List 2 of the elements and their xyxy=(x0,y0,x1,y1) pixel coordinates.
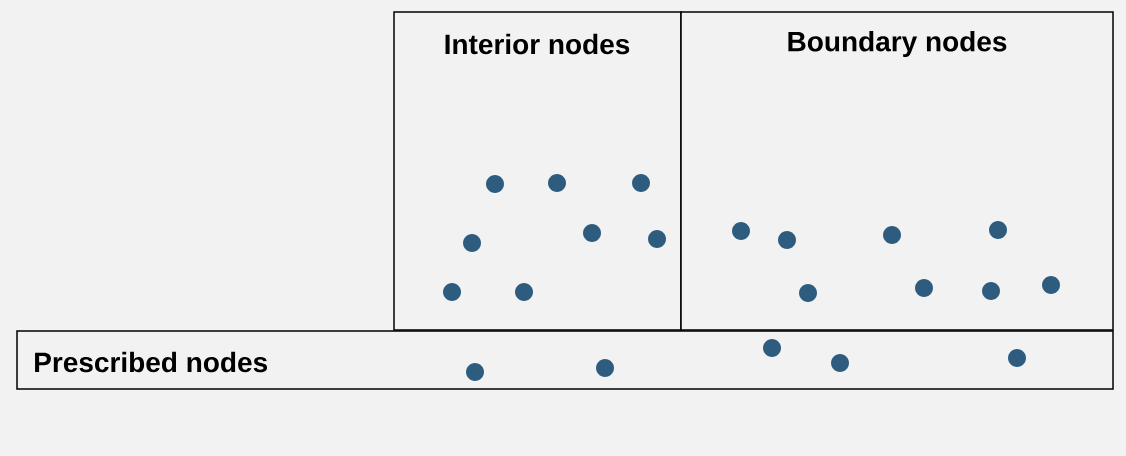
panel-box: Prescribed nodes xyxy=(16,330,1114,390)
panel-box: Interior nodes xyxy=(393,11,682,331)
